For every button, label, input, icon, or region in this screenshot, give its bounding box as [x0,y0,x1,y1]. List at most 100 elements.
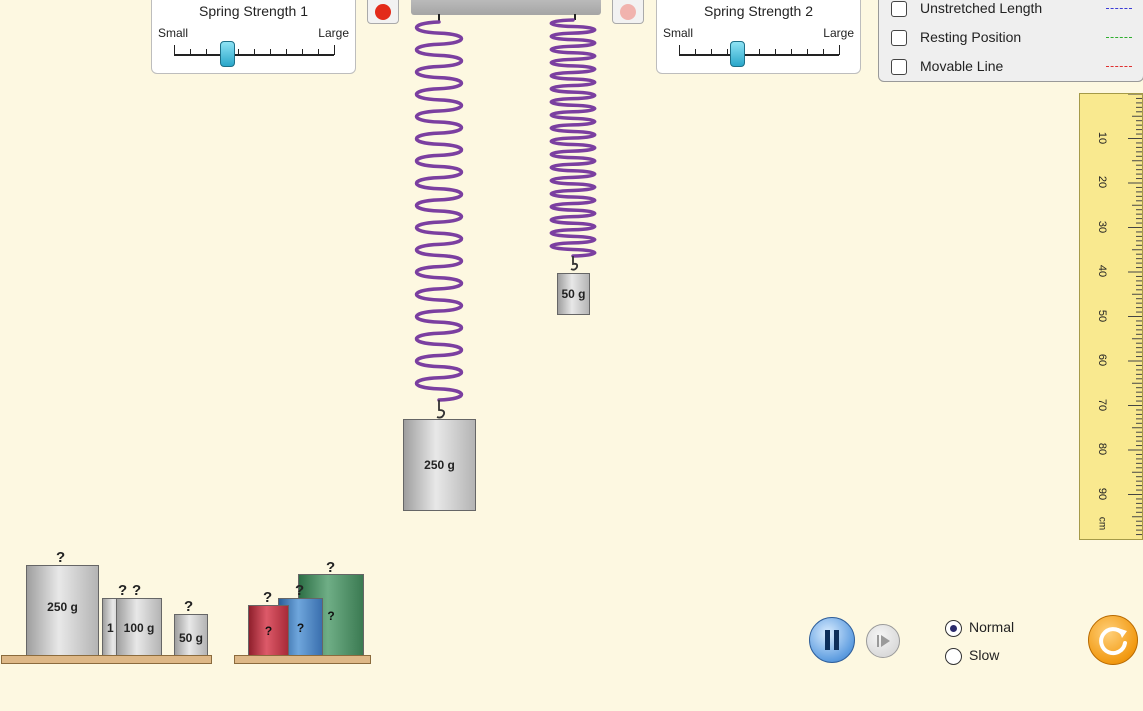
spring-strength-2-panel: Spring Strength 2 Small Large [656,0,861,74]
hook-icon: ? [295,582,305,599]
slider-tick [238,49,239,55]
blue-dashed-line-icon [1106,8,1132,9]
green-dashed-line-icon [1106,37,1132,38]
spring-1-slider-track[interactable] [174,54,334,56]
ruler-unit: cm [1096,516,1108,531]
mass-100g-label: 100 g [123,620,155,635]
slider-tick [190,49,191,55]
pause-button[interactable] [809,617,855,663]
pause-icon [825,630,839,650]
slider-tick [775,49,776,55]
slider-tick [206,49,207,55]
spring-strength-1-panel: Spring Strength 1 Small Large [151,0,356,74]
slider-tick [727,49,728,55]
spring-2-hook [570,256,579,271]
speed-slow-label: Slow [969,647,1000,663]
mystery-mass-green-label: ? [327,608,335,623]
slider-tick [839,45,840,55]
slider-tick [759,49,760,55]
resting-position-checkbox[interactable] [891,30,907,46]
spring-1-hook [436,400,446,419]
hook-icon: ? [184,598,194,615]
mass-partial-label: 1 [107,620,114,635]
movable-line-option[interactable]: Movable Line [891,57,1136,77]
slider-tick [695,49,696,55]
ruler-mark-label: 80 [1096,442,1108,456]
movable-line-checkbox[interactable] [891,59,907,75]
resting-position-label: Resting Position [920,29,1022,45]
slider-tick [174,45,175,55]
reset-button[interactable] [1088,615,1138,665]
spring-2-slider-thumb[interactable] [729,41,745,67]
speed-slow-option[interactable]: Slow [945,647,1035,667]
hook-icon: ? [118,582,128,599]
red-dashed-line-icon [1106,66,1132,67]
step-button[interactable] [866,624,900,658]
hanging-mass-50g[interactable]: 50 g [557,273,590,315]
unstretched-length-label: Unstretched Length [920,0,1043,16]
hook-1-label: 1 [433,0,441,3]
mystery-mass-red-label: ? [264,624,273,638]
ruler-mark-label: 30 [1096,220,1108,233]
hanging-mass-250g[interactable]: 250 g [403,419,476,511]
spring-1-slider-thumb[interactable] [219,41,235,67]
slider-tick [679,45,680,55]
stop-spring-2-button[interactable] [612,0,644,24]
stop-1-icon [375,4,391,20]
speed-slow-radio[interactable] [945,648,962,665]
spring-1-large-label: Large [318,26,349,40]
speed-normal-option[interactable]: Normal [945,619,1035,639]
hook-icon: ? [56,549,66,566]
slider-tick [254,49,255,55]
mass-50g-label: 50 g [178,630,203,645]
stop-spring-1-button[interactable] [367,0,399,24]
step-forward-icon [877,635,890,647]
reset-icon [1099,627,1127,656]
ruler-mark-label: 50 [1096,309,1108,322]
ruler-mark-label: 20 [1096,175,1108,189]
unstretched-length-option[interactable]: Unstretched Length [891,0,1136,19]
ruler-mark-label: 10 [1096,131,1108,144]
mass-250g-label: 250 g [47,599,78,614]
speed-normal-label: Normal [969,619,1015,635]
spring-2-slider-track[interactable] [679,54,839,56]
spring-strength-2-title: Spring Strength 2 [704,3,813,19]
spring-2-large-label: Large [823,26,854,40]
unstretched-length-checkbox[interactable] [891,1,907,17]
ruler-mark-label: 90 [1096,487,1108,500]
movable-line-label: Movable Line [920,58,1004,74]
slider-tick [302,49,303,55]
left-shelf [1,655,212,664]
hook-icon: ? [326,559,336,576]
slider-tick [286,49,287,55]
right-shelf [234,655,371,664]
slider-tick [334,45,335,55]
ceiling-bar: 1 2 [411,0,601,15]
hook-icon: ? [132,582,142,599]
slider-tick [318,49,319,55]
hook-2-label: 2 [569,0,577,3]
slider-tick [711,49,712,55]
mass-250g[interactable]: 250 g [26,565,99,657]
resting-position-option[interactable]: Resting Position [891,28,1136,48]
spring-1-small-label: Small [158,26,189,40]
spring-2-small-label: Small [663,26,694,40]
options-panel: Unstretched Length Resting Position Mova… [878,0,1143,82]
mystery-mass-blue-label: ? [296,620,305,635]
ruler-ticks [1128,94,1142,536]
speed-normal-radio[interactable] [945,620,962,637]
spring-1-coil [415,20,463,402]
mass-50g[interactable]: 50 g [174,614,208,657]
hanging-mass-50g-label: 50 g [561,287,586,301]
hanging-mass-250g-label: 250 g [424,458,455,472]
stop-2-icon [620,4,636,20]
mass-100g[interactable]: 100 g [116,598,162,657]
mystery-mass-red[interactable]: ? [248,605,289,657]
ruler-mark-label: 70 [1096,398,1108,411]
slider-tick [791,49,792,55]
slider-tick [807,49,808,55]
spring-strength-1-title: Spring Strength 1 [199,3,308,19]
spring-2-coil [549,18,597,258]
